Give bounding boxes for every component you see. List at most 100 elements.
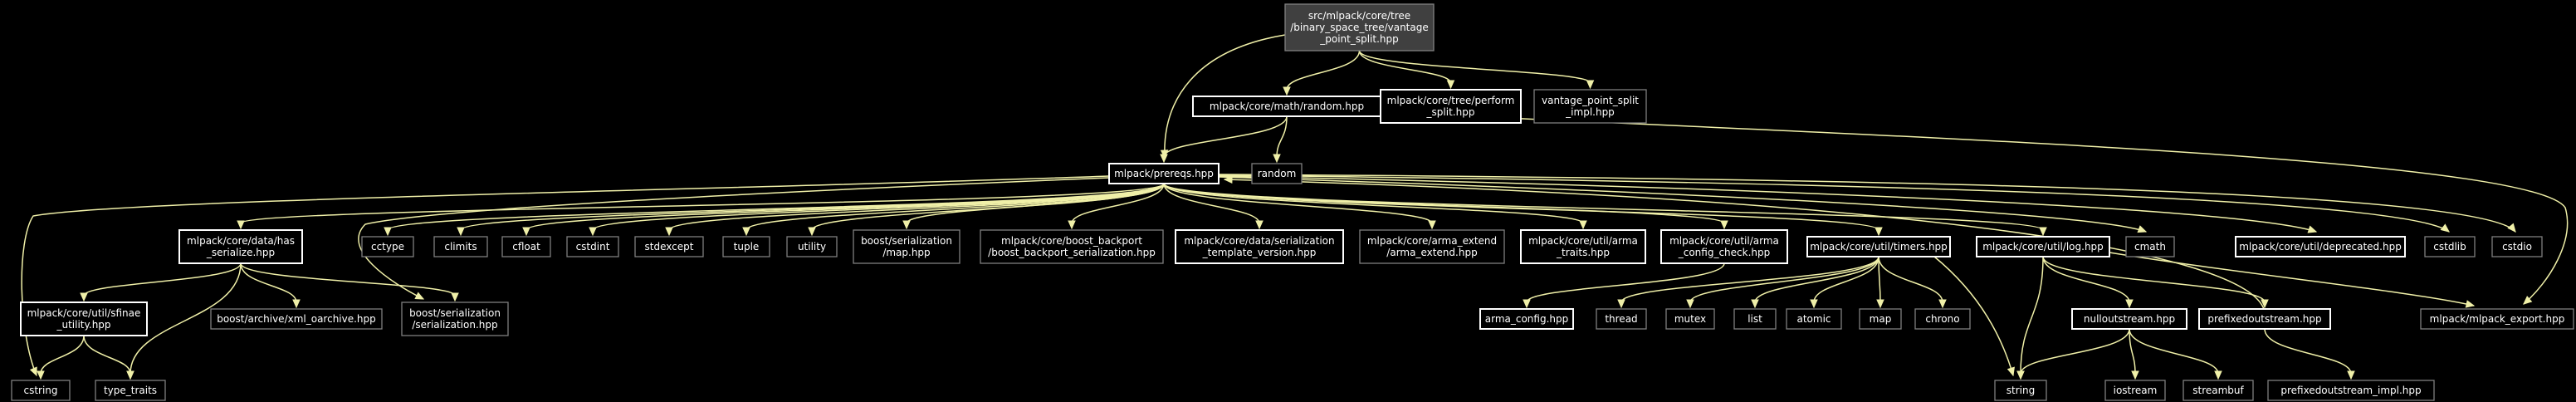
arrowhead — [1068, 220, 1076, 230]
node-map: map — [1859, 308, 1902, 330]
arrowhead — [1523, 299, 1531, 309]
node-log[interactable]: mlpack/core/util/log.hpp — [1976, 236, 2110, 257]
node-box — [1533, 89, 1647, 124]
arrowhead — [1720, 220, 1728, 230]
node-box — [11, 380, 71, 401]
arrowhead — [1273, 154, 1281, 164]
node-box — [2183, 380, 2254, 401]
node-box — [722, 236, 770, 257]
node-perform-split[interactable]: mlpack/core/tree/perform_split.hpp — [1380, 89, 1522, 124]
node-box — [2104, 380, 2166, 401]
edge-prereqs-to-timers — [1163, 183, 1883, 237]
arrowhead — [1686, 299, 1694, 309]
node-label: mlpack/core/tree/perform — [1387, 95, 1515, 106]
node-nulloutstream[interactable]: nulloutstream.hpp — [2071, 308, 2187, 330]
node-label: mlpack/core/util/arma — [1669, 235, 1779, 247]
node-serialization-tv[interactable]: mlpack/core/data/serialization_template_… — [1175, 229, 1344, 264]
node-box — [1251, 163, 1303, 184]
node-label: stdexcept — [645, 241, 694, 252]
node-mutex: mutex — [1665, 308, 1715, 330]
edge-random_hpp-to-random — [1273, 115, 1288, 164]
node-random-hpp[interactable]: mlpack/core/math/random.hpp — [1192, 96, 1381, 117]
arrowhead — [2465, 300, 2476, 308]
arrowhead — [2261, 299, 2269, 309]
node-label: /arma_extend.hpp — [1386, 247, 1477, 258]
node-box — [1786, 308, 1842, 330]
node-sfinae[interactable]: mlpack/core/util/sfinae_utility.hpp — [20, 302, 148, 336]
edge-root-to-vps_impl — [1358, 50, 1595, 90]
arrowhead — [1938, 299, 1947, 309]
node-label: mlpack/core/arma_extend — [1367, 235, 1497, 247]
node-boost-serialization: boost/serialization/serialization.hpp — [401, 302, 509, 336]
node-label: climits — [444, 241, 477, 252]
node-label: string — [2007, 385, 2035, 396]
node-root[interactable]: src/mlpack/core/tree/binary_space_tree/v… — [1284, 3, 1435, 51]
node-box — [2071, 308, 2187, 330]
node-label: mlpack/core/util/log.hpp — [1982, 241, 2104, 252]
node-label: _template_version.hpp — [1202, 247, 1317, 258]
arrowhead — [2440, 223, 2450, 233]
node-box — [1859, 308, 1902, 330]
node-label: _utility.hpp — [56, 319, 110, 331]
node-box — [2424, 236, 2476, 257]
edge-prereqs-to-has_serialize — [237, 183, 1165, 230]
node-arma-traits[interactable]: mlpack/core/util/arma_traits.hpp — [1520, 229, 1646, 264]
node-arma-config-check[interactable]: mlpack/core/util/arma_config_check.hpp — [1660, 229, 1788, 264]
node-label: atomic — [1796, 313, 1831, 325]
node-climits: climits — [433, 236, 488, 257]
edge-nulloutstream-to-streambuf — [2129, 328, 2222, 380]
node-label: list — [1747, 313, 1762, 325]
edge-timers-to-list — [1751, 256, 1879, 309]
node-label: cctype — [371, 241, 404, 252]
node-label: boost/serialization — [409, 307, 501, 319]
arrowhead — [1751, 299, 1759, 309]
node-label: mlpack/core/data/serialization — [1184, 235, 1334, 247]
node-label: prefixedoutstream_impl.hpp — [2280, 385, 2421, 396]
node-label: cstring — [23, 385, 57, 396]
node-deprecated[interactable]: mlpack/core/util/deprecated.hpp — [2235, 236, 2406, 257]
node-label: /serialization.hpp — [412, 319, 497, 331]
node-arma-config[interactable]: arma_config.hpp — [1479, 308, 1574, 330]
node-timers[interactable]: mlpack/core/util/timers.hpp — [1806, 236, 1951, 257]
node-box — [1380, 89, 1522, 124]
edge-nulloutstream-to-iostream — [2129, 328, 2139, 380]
node-arma-extend: mlpack/core/arma_extend/arma_extend.hpp — [1359, 229, 1505, 264]
arrowhead — [2523, 296, 2533, 305]
arrowhead — [2307, 225, 2318, 233]
node-box — [20, 302, 148, 336]
arrowhead — [2347, 370, 2355, 380]
node-label: _point_split.hpp — [1319, 33, 1399, 45]
node-label: boost/serialization — [861, 235, 952, 247]
node-label: /map.hpp — [882, 247, 930, 258]
edge-prereqs-to-serialization_tv — [1163, 183, 1264, 230]
edge-prereqs-to-cstdint — [589, 183, 1165, 237]
arrowhead — [2137, 225, 2148, 233]
arrowhead — [384, 227, 392, 237]
node-prefixedoutstream[interactable]: prefixedoutstream.hpp — [2198, 308, 2331, 330]
arrowhead — [1810, 299, 1818, 309]
node-box — [2491, 236, 2543, 257]
arrowhead — [451, 292, 459, 302]
node-label: src/mlpack/core/tree — [1308, 10, 1410, 22]
node-stdexcept: stdexcept — [634, 236, 704, 257]
node-label: prefixedoutstream.hpp — [2207, 313, 2321, 325]
arrowhead — [292, 299, 301, 309]
node-label: cstdio — [2502, 241, 2532, 252]
arrowhead — [414, 292, 425, 300]
node-boost-map: boost/serialization/map.hpp — [853, 229, 961, 264]
node-has-serialize[interactable]: mlpack/core/data/has_serialize.hpp — [178, 229, 303, 264]
node-streambuf: streambuf — [2183, 380, 2254, 401]
node-prereqs[interactable]: mlpack/prereqs.hpp — [1108, 163, 1220, 184]
arrowhead — [1446, 80, 1455, 90]
edge-prereqs-to-arma_traits — [1163, 183, 1587, 230]
node-cstdint: cstdint — [566, 236, 619, 257]
edge-timers-to-map — [1876, 256, 1884, 309]
node-cfloat: cfloat — [501, 236, 551, 257]
node-box — [401, 302, 509, 336]
edge-log-to-string — [2016, 256, 2044, 380]
edge-log-to-prefixedoutstream — [2042, 256, 2269, 309]
arrowhead — [902, 220, 911, 230]
arrowhead — [29, 366, 37, 377]
arrowhead — [237, 220, 245, 230]
